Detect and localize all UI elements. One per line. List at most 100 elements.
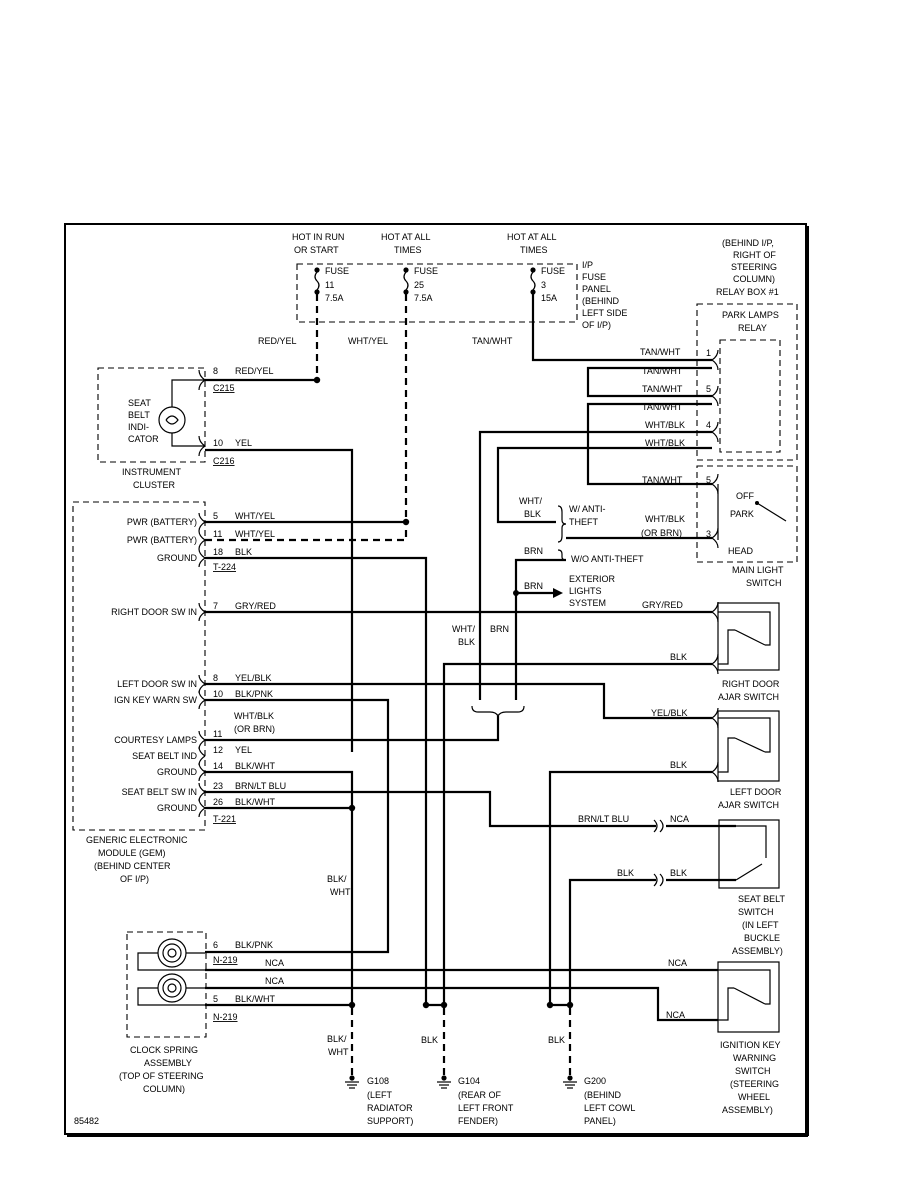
wire-wht-blk-relay-2 xyxy=(496,446,712,524)
relay-box-location-4: COLUMN) xyxy=(733,274,775,284)
main-light-pos-off: OFF xyxy=(736,491,754,501)
clock-spring-coil-1-inner xyxy=(162,943,182,963)
relay-box-outline xyxy=(696,303,798,461)
wire-tan-wht-fuse3 xyxy=(531,294,712,362)
wire-label-wht-blk-2: WHT/BLK xyxy=(645,438,685,448)
wire-label-yel-blk: YEL/BLK xyxy=(651,708,688,718)
connector-c215: C215 xyxy=(213,383,235,393)
fuse-25-label: FUSE xyxy=(414,266,438,276)
g104-label: G104 xyxy=(458,1076,480,1086)
relay-name-2: RELAY xyxy=(738,323,767,333)
g108-desc-3: SUPPORT) xyxy=(367,1116,413,1126)
exterior-lights-label-2: LIGHTS xyxy=(569,586,602,596)
gem-pin-label: IGN KEY WARN SW xyxy=(114,695,198,705)
gem-pin-label: PWR (BATTERY) xyxy=(127,535,197,545)
gem-name-2: MODULE (GEM) xyxy=(98,848,166,858)
connector-t224: T-224 xyxy=(213,562,236,572)
gem-pin-wire: WHT/YEL xyxy=(235,511,275,521)
fuse-11-terminal-top xyxy=(314,267,320,273)
exterior-lights-label-3: SYSTEM xyxy=(569,598,606,608)
left-door-switch-blade xyxy=(734,737,766,753)
wire-blk-right-door xyxy=(442,662,712,1005)
ign-switch-name-3: SWITCH xyxy=(735,1066,771,1076)
g200-terminal xyxy=(567,1075,573,1081)
gem-pin-number: 8 xyxy=(213,673,218,683)
gem-pin-wire: BLK/WHT xyxy=(235,761,276,771)
gem-pin-connector xyxy=(198,512,206,532)
right-door-switch-lead xyxy=(718,629,735,665)
without-anti-theft-brace xyxy=(557,549,567,561)
clock-nca-1: NCA xyxy=(265,958,284,968)
ignition-key-warning-switch: IGNITION KEY WARNING SWITCH (STEERING WH… xyxy=(717,961,781,1115)
wire-label-blk-seat-belt-2: BLK xyxy=(670,868,687,878)
gem-pin-number: 10 xyxy=(213,689,223,699)
ign-switch-lead xyxy=(718,987,734,1021)
g104-desc-1: (REAR OF xyxy=(458,1090,502,1100)
wire-yel-blk-left-door xyxy=(205,682,712,720)
fuse-panel-box xyxy=(296,263,578,323)
right-door-conn-1 xyxy=(711,601,719,623)
gem-module: GENERIC ELECTRONIC MODULE (GEM) (BEHIND … xyxy=(72,501,236,884)
g108-terminal xyxy=(349,1075,355,1081)
ground-g104: G104 (REAR OF LEFT FRONT FENDER) xyxy=(437,1075,514,1126)
clock-spring-name-4: COLUMN) xyxy=(143,1084,185,1094)
seat-belt-indicator-label-1: SEAT xyxy=(128,398,151,408)
g200-desc-3: PANEL) xyxy=(584,1116,616,1126)
gem-pin-label: GROUND xyxy=(157,767,197,777)
gem-pin-connector xyxy=(198,690,206,710)
instrument-cluster-name-1: INSTRUMENT xyxy=(122,467,181,477)
ign-switch-name-1: IGNITION KEY xyxy=(720,1040,781,1050)
gem-pin-wire: BLK/WHT xyxy=(235,797,276,807)
clock-spring-coil-2-core xyxy=(167,983,177,993)
gem-pin-number: 18 xyxy=(213,547,223,557)
fuse-3-icon xyxy=(530,271,536,291)
seat-belt-switch-name-5: ASSEMBLY) xyxy=(732,946,783,956)
ign-switch-name-4: (STEERING xyxy=(730,1079,779,1089)
gem-pin-wire: BLK/PNK xyxy=(235,689,273,699)
anti-theft-brace xyxy=(557,505,567,543)
right-door-switch-contact xyxy=(718,611,771,646)
wire-label-wht-yel-top: WHT/YEL xyxy=(348,336,388,346)
gem-pin-label: COURTESY LAMPS xyxy=(114,735,197,745)
seat-belt-switch-blade xyxy=(735,863,763,881)
hot-in-run-label: HOT IN RUN xyxy=(292,232,344,242)
gem-pin-number: 7 xyxy=(213,601,218,611)
wire-label-blk-g104: BLK xyxy=(421,1035,438,1045)
wire-label-wht-blk-1: WHT/BLK xyxy=(645,420,685,430)
gem-pin-number: 11 xyxy=(213,729,222,739)
wire-label-tan-wht-4: TAN/WHT xyxy=(642,402,683,412)
clock-spring-coil-2-icon xyxy=(157,973,187,1003)
relay-name-1: PARK LAMPS xyxy=(722,310,779,320)
wire-label-blk-wht-1: BLK/ xyxy=(327,874,347,884)
wire-label-blk-seat-belt-1: BLK xyxy=(617,868,634,878)
relay-pin-5: 5 xyxy=(706,384,711,394)
seat-belt-contact-top xyxy=(736,825,767,858)
exterior-lights-arrow-icon xyxy=(553,588,563,598)
ign-switch-contact xyxy=(718,969,771,1005)
relay-pin-5-connector xyxy=(711,385,719,407)
relay-pin-4-connector xyxy=(711,421,719,443)
bulb-lead-top xyxy=(171,379,205,407)
wire-label-blk-wht-2: WHT xyxy=(330,887,351,897)
cluster-pin-10-wire: YEL xyxy=(235,438,252,448)
cluster-pin-10: 10 xyxy=(213,438,223,448)
wire-label-wht-blk-splice-1: WHT/ xyxy=(519,496,542,506)
ground-g200: G200 (BEHIND LEFT COWL PANEL) xyxy=(563,1075,635,1126)
gem-pin-wire: BLK xyxy=(235,547,252,557)
ign-switch-name-6: ASSEMBLY) xyxy=(722,1105,773,1115)
seat-belt-indicator-label-2: BELT xyxy=(128,410,150,420)
gem-pin-label: LEFT DOOR SW IN xyxy=(117,679,197,689)
clock-spring-coil-1-core xyxy=(167,948,177,958)
relay-box-location-2: RIGHT OF xyxy=(733,250,776,260)
wire-label-blk-left-door: BLK xyxy=(670,760,687,770)
g108-desc-2: RADIATOR xyxy=(367,1103,413,1113)
left-door-switch-contact xyxy=(718,717,771,753)
wire-label-brn-lt-blu: BRN/LT BLU xyxy=(578,814,629,824)
wire-wht-blk-relay-1 xyxy=(478,430,712,700)
instrument-cluster-name-2: CLUSTER xyxy=(133,480,176,490)
park-lamps-relay-outline xyxy=(719,339,781,453)
fuse-panel-label-2: FUSE xyxy=(582,272,606,282)
wire-label-blk-wht-g108-2: WHT xyxy=(328,1047,349,1057)
seat-belt-switch: SEAT BELT SWITCH (IN LEFT BUCKLE ASSEMBL… xyxy=(718,819,786,956)
